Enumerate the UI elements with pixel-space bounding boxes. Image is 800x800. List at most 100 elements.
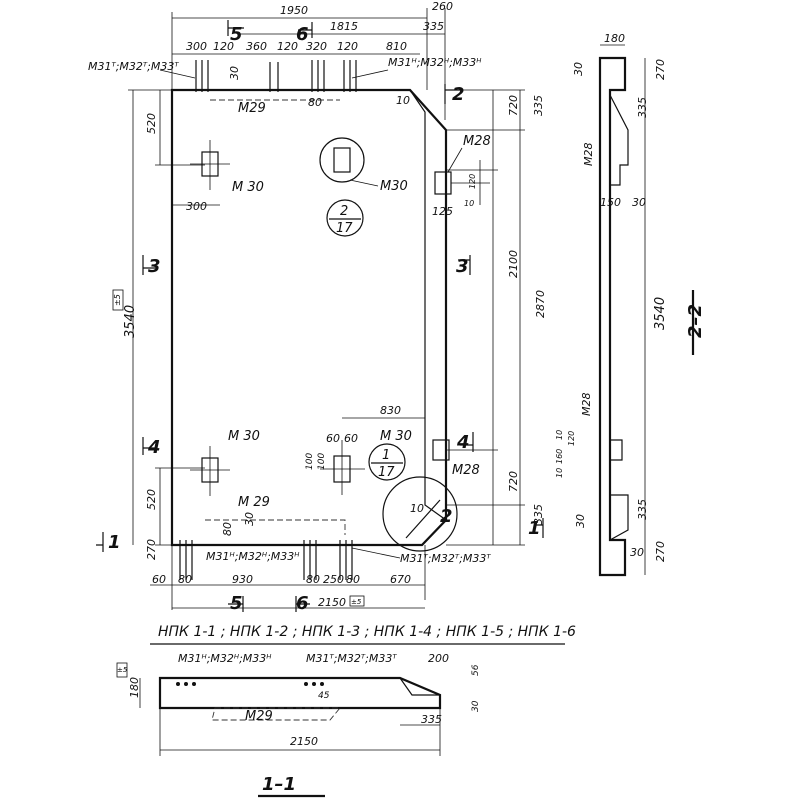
section-4-right: 4	[456, 432, 470, 453]
label-m29-bottom: M 29	[238, 495, 270, 510]
section-1-1: M29 M31ᴴ;M32ᴴ;M33ᴴ M31ᵀ;M32ᵀ;M33ᵀ 200 56…	[116, 652, 481, 798]
dim-250: 250	[323, 573, 344, 586]
s22-dim-180: 180	[604, 32, 625, 45]
callout-1-17: 1 17	[368, 443, 406, 481]
s11-rebar-dots	[176, 682, 324, 686]
bottom-rebar-marks	[179, 540, 353, 580]
s11-dim-30: 30	[471, 700, 481, 712]
s22-dim-160: 160	[555, 449, 564, 464]
tol-left: ±5	[113, 294, 122, 306]
s11-dim-2150: 2150	[290, 735, 318, 748]
s22-dim-30-mid: 30	[632, 196, 646, 209]
section-2-2-outline	[598, 56, 627, 577]
label-m30-top-center: M30	[380, 179, 408, 194]
tol-bottom: ±5	[351, 598, 362, 606]
section-4-left: 4	[147, 437, 161, 458]
dim-300-inner: 300	[186, 200, 207, 213]
section-2-2-title: 2–2	[685, 304, 706, 338]
dim-120a: 120	[213, 40, 234, 53]
s11-dim-335: 335	[421, 713, 442, 726]
dim-2100: 2100	[507, 250, 520, 278]
s11-dim-45: 45	[318, 691, 330, 701]
dim-80c-bottom: 80	[346, 573, 360, 586]
section-6-top: 6	[296, 24, 309, 45]
s22-dim-120: 120	[567, 431, 576, 446]
section-2-top: 2	[452, 84, 465, 105]
dim-1815: 1815	[330, 20, 358, 33]
label-m28-top: M28	[463, 134, 491, 149]
s22-label-m28-top: M28	[582, 143, 595, 167]
s22-dim-270-top: 270	[654, 59, 667, 80]
dim-80b-bottom: 80	[306, 573, 320, 586]
dim-670: 670	[390, 573, 411, 586]
m30-insert-bottom-left	[190, 446, 230, 496]
dim-810: 810	[386, 40, 407, 53]
section-5-top: 5	[230, 24, 243, 45]
label-m31t-group: M31ᵀ;M32ᵀ;M33ᵀ	[88, 60, 179, 73]
s22-dim-270-bottom: 270	[654, 541, 667, 562]
dim-120-right: 120	[468, 174, 477, 189]
section-1-right: 1	[528, 518, 541, 539]
dim-120b: 120	[277, 40, 298, 53]
dim-520-top-left: 520	[145, 113, 158, 134]
section-5-bottom: 5	[230, 593, 243, 614]
dim-60a: 60	[326, 432, 340, 445]
s22-dim-335-top: 335	[636, 97, 649, 118]
dim-30-bottom: 30	[243, 512, 256, 526]
dim-335-bottom-right: 335	[532, 504, 545, 525]
top-rebar-marks	[195, 60, 357, 92]
section-3-right: 3	[456, 256, 469, 277]
m28-insert-top	[434, 171, 452, 195]
s22-dim-10b: 10	[555, 468, 564, 478]
dim-30-top: 30	[228, 66, 241, 80]
s22-dim-335-bottom: 335	[636, 499, 649, 520]
dim-720-bottom-right: 720	[507, 471, 520, 492]
dim-360: 360	[246, 40, 267, 53]
section-2-bottom: 2	[440, 506, 453, 527]
dim-520-bottom-left: 520	[145, 489, 158, 510]
callout-2-17: 2 17	[326, 199, 364, 237]
dim-100b: 100	[317, 453, 327, 470]
dim-10-right: 10	[464, 199, 474, 208]
s22-dim-30-top: 30	[572, 62, 585, 76]
section-3-left: 3	[148, 256, 161, 277]
label-m31h-group: M31ᴴ;M32ᴴ;M33ᴴ	[388, 56, 482, 69]
s22-label-m28-bottom: M28	[580, 393, 593, 417]
drawing-caption: НПК 1-1 ; НПК 1-2 ; НПК 1-3 ; НПК 1-4 ; …	[158, 624, 576, 640]
dim-260: 260	[432, 0, 453, 13]
s22-dim-10: 10	[555, 430, 564, 440]
dim-2150-plan: 2150	[318, 596, 346, 609]
panel-outline	[170, 88, 448, 547]
dim-720-top-right: 720	[507, 95, 520, 116]
section-6-bottom: 6	[296, 593, 309, 614]
label-m29-top: M29	[238, 101, 266, 116]
dim-125: 125	[432, 205, 453, 218]
dim-335: 335	[423, 20, 444, 33]
dim-1950: 1950	[280, 4, 308, 17]
section-2-2: 180 270 30 335 M28 150 30 3540 M28 10 12…	[555, 32, 706, 577]
dim-80-bottom: 80	[221, 522, 234, 536]
s22-dim-30-bottom: 30	[574, 514, 587, 528]
detail-circle	[382, 476, 458, 552]
s11-tol: ±5	[117, 666, 128, 674]
label-m30-top-left: M 30	[232, 180, 264, 195]
m30-insert-top-center	[319, 137, 365, 183]
dim-3540-left: 3540	[123, 305, 138, 338]
dim-2870: 2870	[534, 290, 547, 318]
m28-insert-bottom	[432, 439, 450, 461]
label-m28-bottom: M28	[452, 463, 480, 478]
m30-insert-top-left	[190, 140, 230, 190]
dim-270-left: 270	[145, 539, 158, 560]
plan-view: 1950 260 1815 335 300 120 360 120 320 12…	[88, 0, 547, 614]
section-1-left: 1	[108, 532, 121, 553]
s11-label-m31t: M31ᵀ;M32ᵀ;M33ᵀ	[306, 652, 397, 665]
dim-10-detail: 10	[410, 502, 424, 515]
callout-2-num: 2	[340, 204, 348, 219]
dim-300: 300	[186, 40, 207, 53]
dim-830: 830	[380, 404, 401, 417]
m30-insert-bottom-center	[320, 440, 365, 495]
callout-1-num: 1	[382, 448, 390, 463]
label-m31t-bottom: M31ᵀ;M32ᵀ;M33ᵀ	[400, 552, 491, 565]
